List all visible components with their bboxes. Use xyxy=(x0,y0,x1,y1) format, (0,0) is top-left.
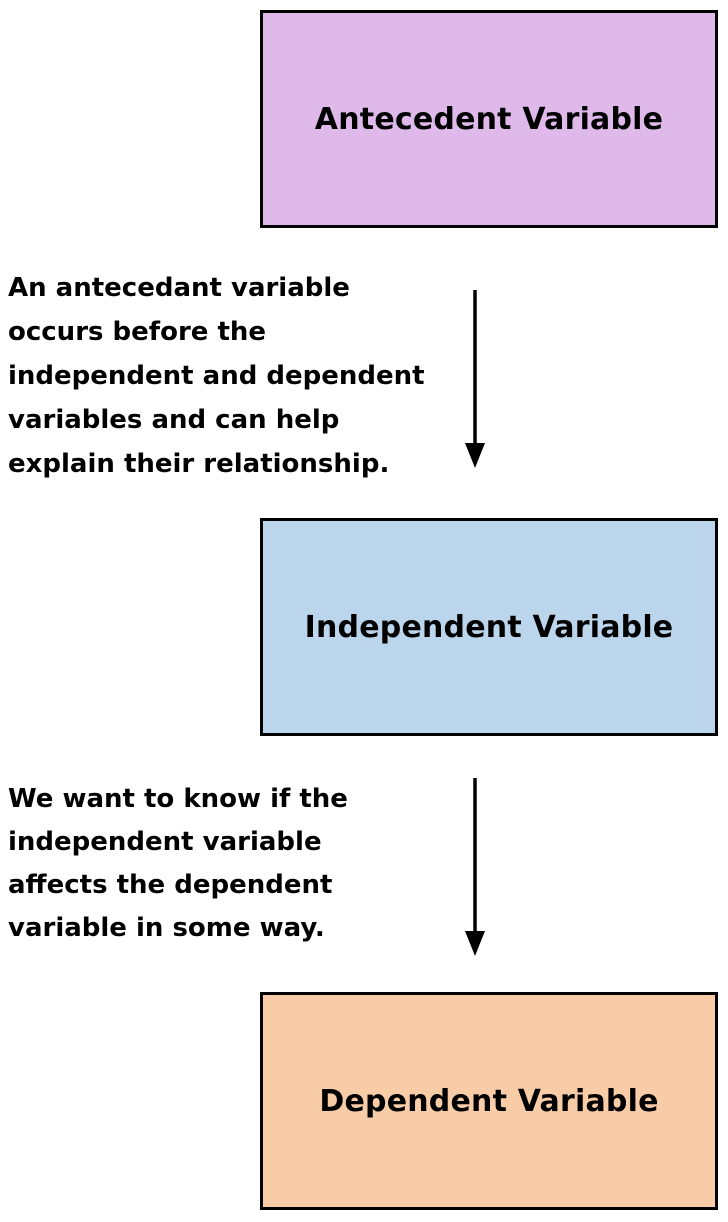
down-arrow-independent-to-dependent xyxy=(465,778,485,956)
independent-variable-box: Independent Variable xyxy=(260,518,718,736)
antecedent-variable-box: Antecedent Variable xyxy=(260,10,718,228)
antecedent-annotation-text: An antecedant variable occurs before the… xyxy=(8,273,425,479)
antecedent-variable-label: Antecedent Variable xyxy=(314,101,664,137)
independent-annotation-text: We want to know if the independent varia… xyxy=(8,784,348,943)
dependent-variable-box: Dependent Variable xyxy=(260,992,718,1210)
independent-variable-label: Independent Variable xyxy=(304,609,674,645)
down-arrow-antecedent-to-independent xyxy=(465,290,485,468)
dependent-variable-label: Dependent Variable xyxy=(319,1083,659,1119)
